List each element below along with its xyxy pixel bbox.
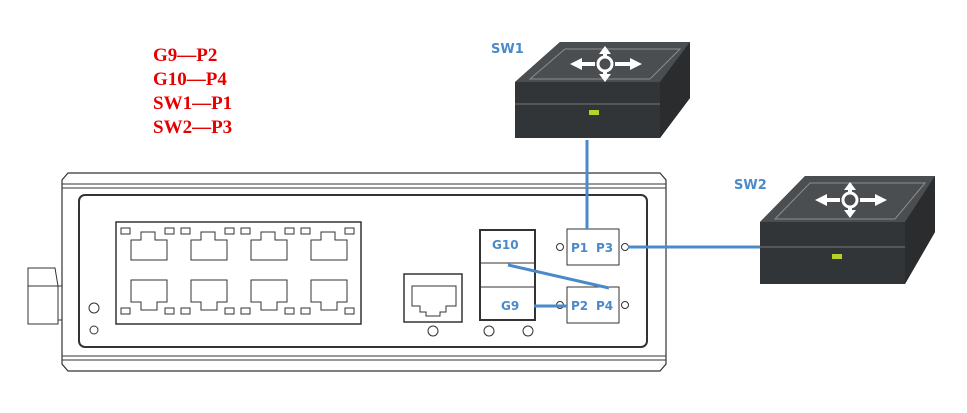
port-label-p1: P1	[571, 241, 589, 255]
rj45-port	[130, 231, 168, 261]
port-led	[300, 227, 311, 235]
industrial-switch-device	[27, 172, 667, 372]
port-led	[344, 307, 355, 315]
rj45-port	[190, 231, 228, 261]
legend-item: SW2—P3	[153, 117, 233, 138]
port-led	[224, 227, 235, 235]
port-led	[180, 307, 191, 315]
sfp-cage	[479, 229, 536, 321]
rj45-port	[310, 279, 348, 311]
port-led	[240, 227, 251, 235]
link-g10-p4	[507, 263, 610, 290]
sw1-label: SW1	[491, 42, 524, 57]
port-label-p3: P3	[596, 241, 614, 255]
port-label-p4: P4	[596, 299, 614, 313]
switch-sw1	[515, 42, 690, 138]
port-led	[284, 227, 295, 235]
rj45-port-block	[115, 221, 362, 325]
connection-legend: G9—P2 G10—P4 SW1—P1 SW2—P3	[153, 44, 232, 140]
sw2-label: SW2	[734, 178, 767, 193]
rj45-port	[130, 279, 168, 311]
led-indicator	[89, 325, 99, 335]
port-led	[344, 227, 355, 235]
links	[507, 140, 760, 308]
rj45-port	[250, 279, 288, 311]
rj45-port	[250, 231, 288, 261]
rj45-port	[310, 231, 348, 261]
sfp-label-g9: G9	[501, 299, 520, 313]
rj45-port	[190, 279, 228, 311]
port-led	[180, 227, 191, 235]
network-switch-icon	[570, 46, 642, 82]
port-led	[240, 307, 251, 315]
port-led	[120, 307, 131, 315]
port-label-p2: P2	[571, 299, 589, 313]
port-led	[164, 227, 175, 235]
port-led	[300, 307, 311, 315]
port-led	[224, 307, 235, 315]
legend-item: G9—P2	[153, 45, 218, 66]
sfp-label-g10: G10	[492, 238, 519, 252]
led-indicator	[88, 302, 100, 314]
port-led	[120, 227, 131, 235]
fiber-port-p1-p3	[566, 228, 620, 266]
network-switch-icon	[815, 182, 887, 218]
port-led	[164, 307, 175, 315]
port-led	[284, 307, 295, 315]
console-port	[403, 273, 463, 323]
legend-item: SW1—P1	[153, 93, 233, 114]
legend-item: G10—P4	[153, 69, 227, 90]
switch-sw2	[760, 176, 935, 284]
